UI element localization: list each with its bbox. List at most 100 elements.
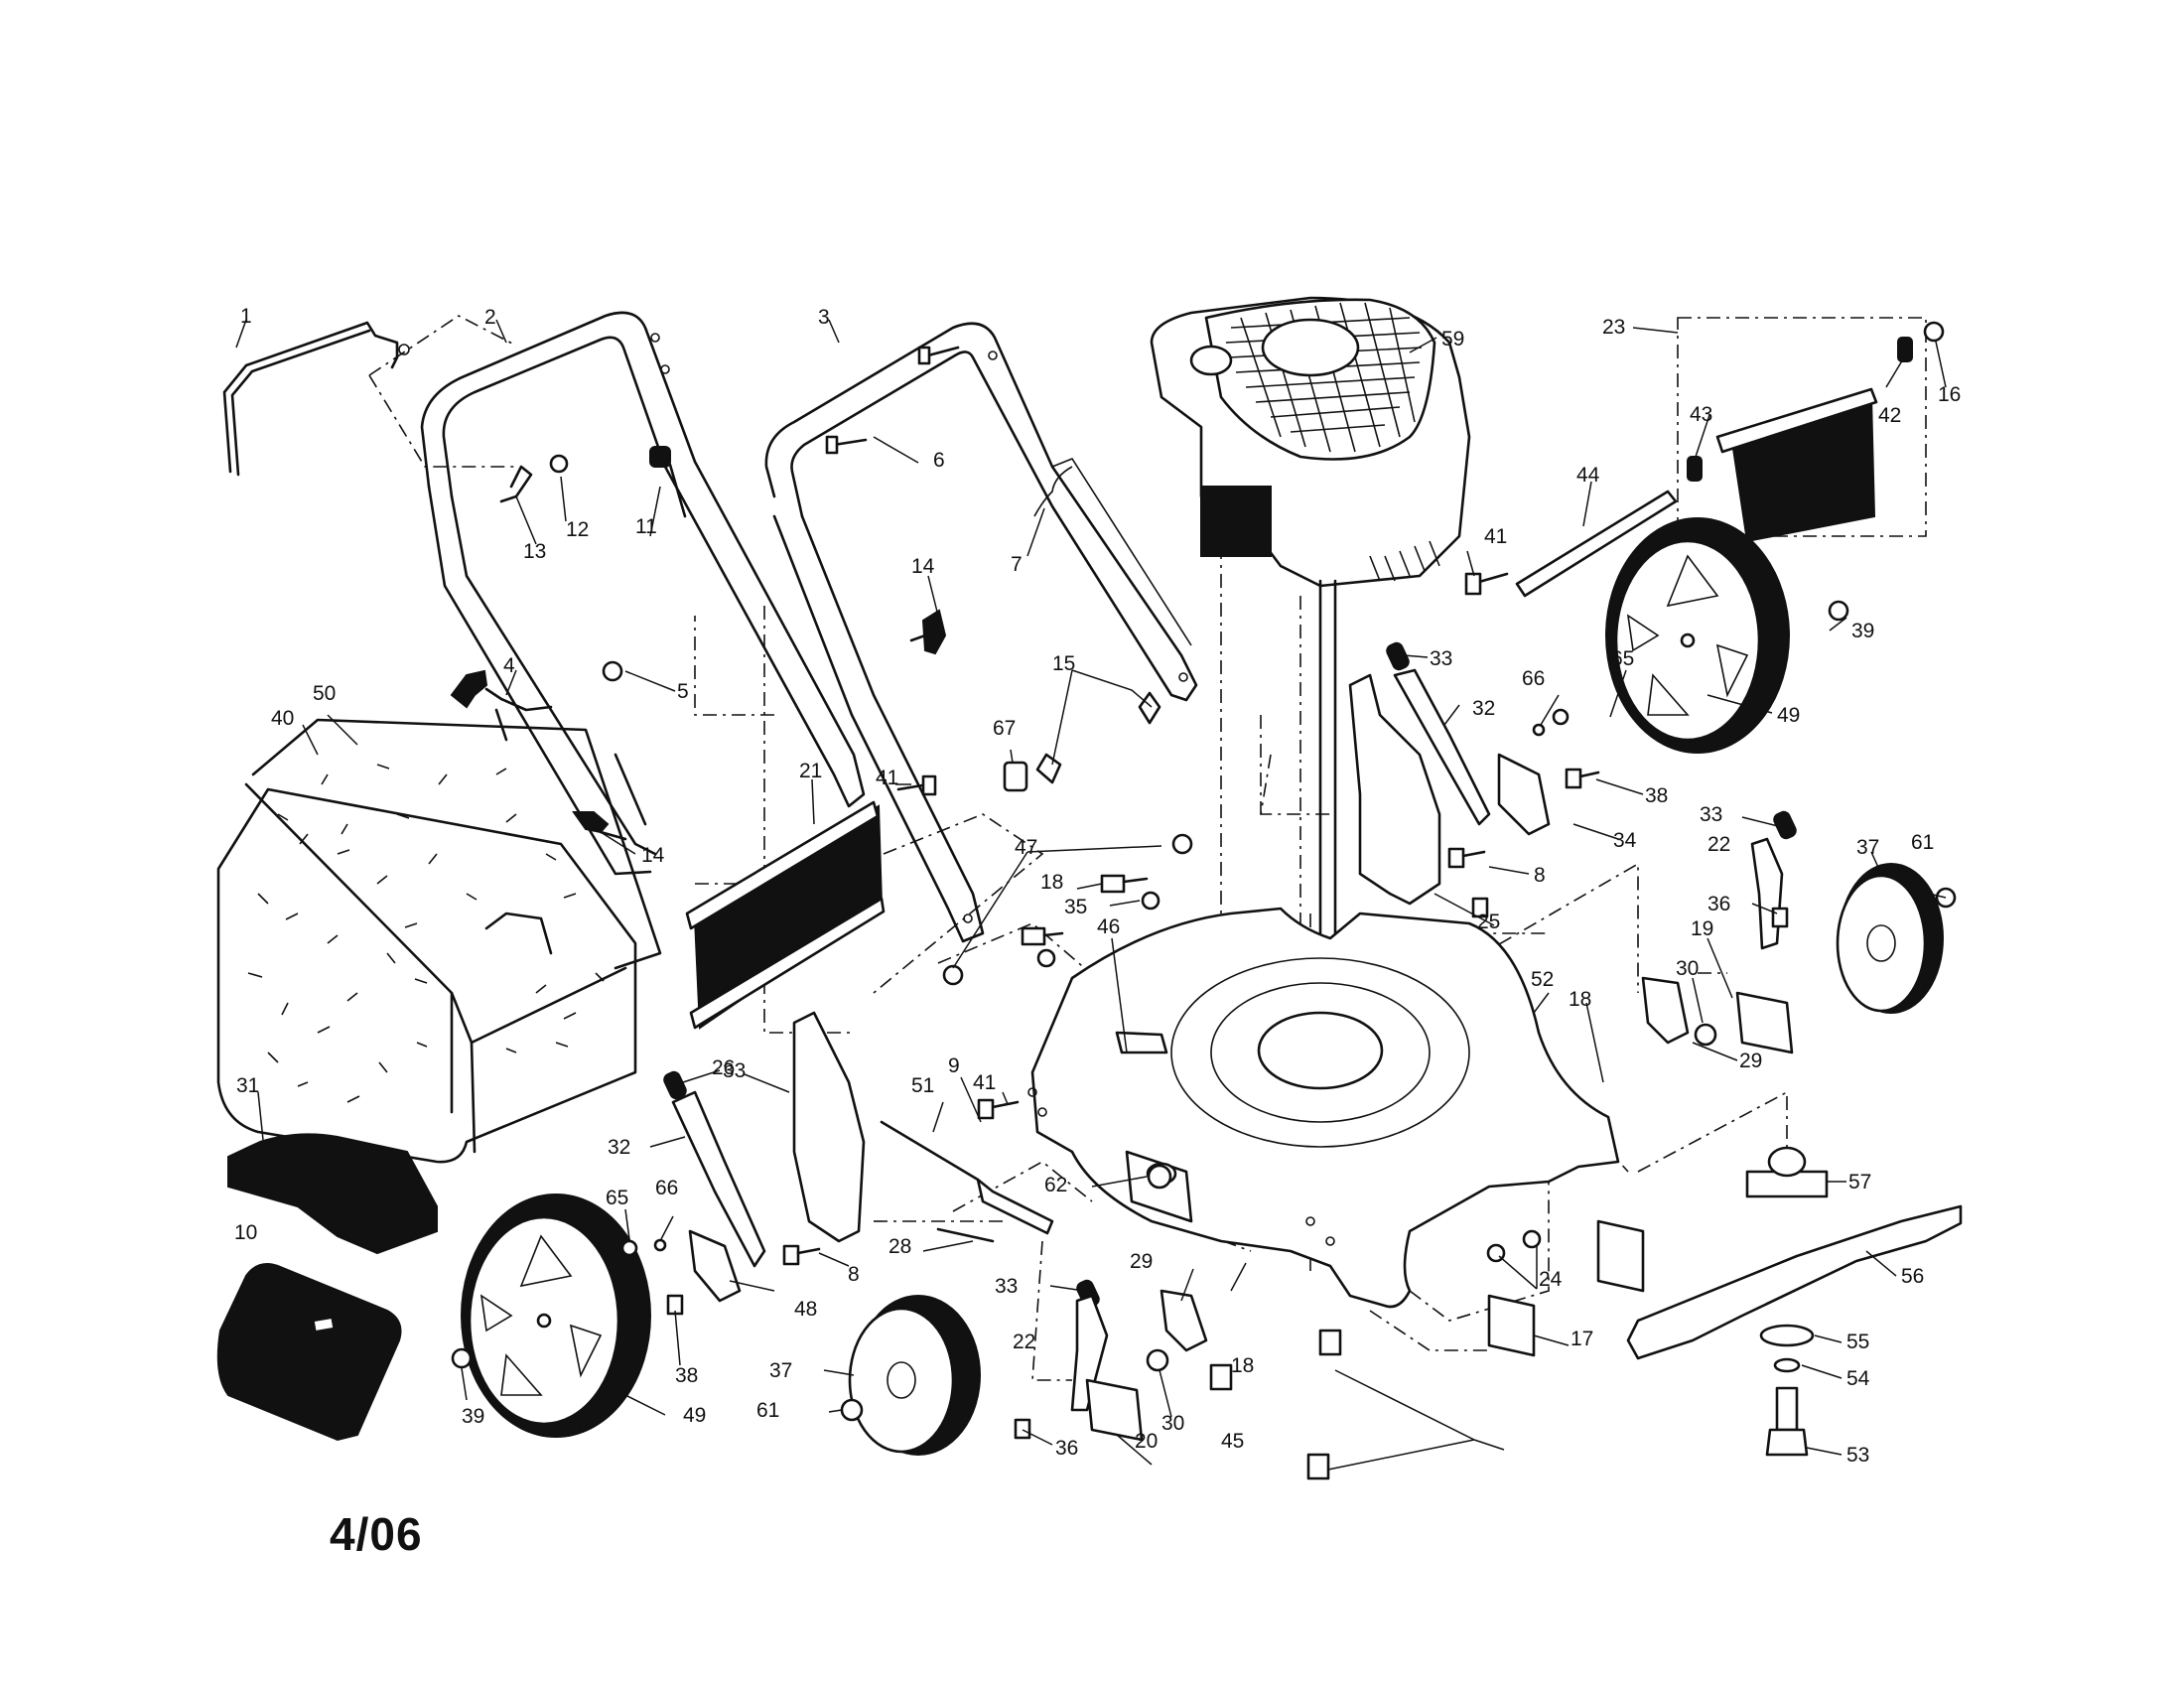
callout-12: 12 bbox=[566, 518, 589, 541]
callout-22-right: 22 bbox=[1707, 833, 1730, 856]
callout-33-top: 33 bbox=[1430, 647, 1452, 670]
callout-41-mid: 41 bbox=[973, 1071, 996, 1094]
callout-36-right: 36 bbox=[1707, 893, 1730, 915]
callout-61-right: 61 bbox=[1911, 831, 1934, 854]
callout-67: 67 bbox=[993, 717, 1016, 740]
callout-33-right: 33 bbox=[1700, 803, 1722, 826]
callout-46: 46 bbox=[1097, 915, 1120, 938]
rear-wheel-right bbox=[1605, 517, 1790, 754]
callout-33-left: 33 bbox=[723, 1059, 746, 1082]
callout-10: 10 bbox=[234, 1221, 257, 1244]
rear-wheel-left bbox=[461, 1193, 651, 1438]
callout-62: 62 bbox=[1044, 1174, 1067, 1196]
callout-13: 13 bbox=[523, 540, 546, 563]
callout-45: 45 bbox=[1221, 1430, 1244, 1453]
callout-11: 11 bbox=[635, 515, 657, 538]
control-bar bbox=[222, 321, 410, 477]
callout-30-right: 30 bbox=[1676, 957, 1699, 980]
callout-8-left: 8 bbox=[848, 1263, 860, 1286]
callout-49-left: 49 bbox=[683, 1404, 706, 1427]
callout-59: 59 bbox=[1441, 328, 1464, 351]
callout-22-left: 22 bbox=[1013, 1331, 1035, 1353]
callout-33-lower: 33 bbox=[995, 1275, 1018, 1298]
callout-32-right: 32 bbox=[1472, 697, 1495, 720]
callout-41-right: 41 bbox=[1484, 525, 1507, 548]
callout-17: 17 bbox=[1570, 1328, 1593, 1350]
callout-51: 51 bbox=[911, 1074, 934, 1097]
callout-66-left: 66 bbox=[655, 1177, 678, 1199]
brackets bbox=[663, 641, 1797, 1480]
callout-65-left: 65 bbox=[606, 1187, 628, 1209]
callout-57: 57 bbox=[1848, 1171, 1871, 1193]
callout-29-left: 29 bbox=[1130, 1250, 1153, 1273]
callout-53: 53 bbox=[1846, 1444, 1869, 1467]
callout-20: 20 bbox=[1135, 1430, 1158, 1453]
revision-date: 4/06 bbox=[330, 1508, 423, 1560]
callout-18-upper: 18 bbox=[1040, 871, 1063, 894]
rear-shield bbox=[685, 800, 886, 1030]
callout-15: 15 bbox=[1052, 652, 1075, 675]
callout-2: 2 bbox=[484, 306, 496, 329]
callout-49-right: 49 bbox=[1777, 704, 1800, 727]
upper-handle bbox=[420, 311, 866, 876]
engine bbox=[1150, 296, 1471, 995]
callout-56: 56 bbox=[1901, 1265, 1924, 1288]
callout-14-mid: 14 bbox=[911, 555, 935, 578]
callout-38-right: 38 bbox=[1645, 784, 1668, 807]
callout-28: 28 bbox=[888, 1235, 911, 1258]
callout-48: 48 bbox=[794, 1298, 817, 1321]
blade-assembly bbox=[1626, 1146, 1963, 1457]
callout-labels: 1 2 3 4 5 6 7 8 8 9 10 11 12 13 14 14 15… bbox=[234, 305, 1961, 1467]
callout-8-right: 8 bbox=[1534, 864, 1546, 887]
callout-40: 40 bbox=[271, 707, 294, 730]
callout-38-left: 38 bbox=[675, 1364, 698, 1387]
callout-37-left: 37 bbox=[769, 1359, 792, 1382]
front-wheel-left bbox=[840, 1295, 981, 1456]
callout-34: 34 bbox=[1613, 829, 1637, 852]
callout-18-right: 18 bbox=[1569, 988, 1591, 1011]
callout-30-left: 30 bbox=[1161, 1412, 1184, 1435]
callout-43: 43 bbox=[1690, 403, 1712, 426]
callout-65-right: 65 bbox=[1611, 647, 1634, 670]
callout-66-right: 66 bbox=[1522, 667, 1545, 690]
front-wheel-right bbox=[1836, 863, 1957, 1014]
callout-3: 3 bbox=[818, 306, 830, 329]
callout-39-left: 39 bbox=[462, 1405, 484, 1428]
callout-55: 55 bbox=[1846, 1331, 1869, 1353]
callout-36-left: 36 bbox=[1055, 1437, 1078, 1460]
callout-32-left: 32 bbox=[608, 1136, 630, 1159]
rear-axle-and-door bbox=[1515, 321, 1945, 598]
wheel-hardware bbox=[451, 600, 1849, 1440]
callout-44: 44 bbox=[1576, 464, 1600, 487]
mower-deck bbox=[1027, 907, 1620, 1309]
callout-9: 9 bbox=[948, 1054, 960, 1077]
callout-18-lower: 18 bbox=[1231, 1354, 1254, 1377]
callout-4: 4 bbox=[503, 654, 515, 677]
callout-19: 19 bbox=[1691, 917, 1713, 940]
control-cable bbox=[1033, 466, 1073, 517]
callout-41-left: 41 bbox=[876, 767, 898, 789]
callout-47: 47 bbox=[1015, 836, 1037, 859]
callout-21: 21 bbox=[799, 760, 822, 782]
callout-5: 5 bbox=[677, 680, 689, 703]
callout-23: 23 bbox=[1602, 316, 1625, 339]
callout-39-right: 39 bbox=[1851, 620, 1874, 642]
callout-52: 52 bbox=[1531, 968, 1554, 991]
callout-16: 16 bbox=[1938, 383, 1961, 406]
callout-25: 25 bbox=[1477, 911, 1500, 933]
callout-54: 54 bbox=[1846, 1367, 1870, 1390]
callout-29-right: 29 bbox=[1739, 1050, 1762, 1072]
callout-35: 35 bbox=[1064, 896, 1087, 918]
callout-leaders bbox=[235, 319, 1947, 1471]
callout-37-right: 37 bbox=[1856, 836, 1879, 859]
callout-31: 31 bbox=[236, 1074, 259, 1097]
callout-7: 7 bbox=[1011, 553, 1023, 576]
grass-catcher bbox=[216, 718, 662, 1164]
rear-flap-and-plug bbox=[216, 1133, 438, 1442]
callout-26: 26 bbox=[712, 1056, 735, 1079]
callout-61-left: 61 bbox=[756, 1399, 779, 1422]
callout-24: 24 bbox=[1539, 1268, 1563, 1291]
callout-1: 1 bbox=[240, 305, 252, 328]
callout-14-left: 14 bbox=[641, 844, 665, 867]
